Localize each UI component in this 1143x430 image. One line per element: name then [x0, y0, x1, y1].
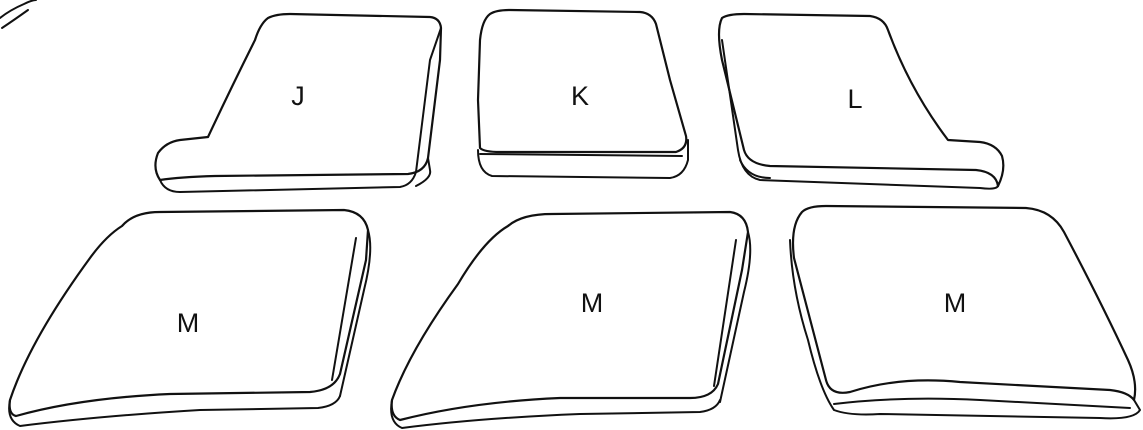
cushion-m-right: M — [790, 206, 1140, 418]
cushion-m-middle: M — [391, 212, 750, 428]
cushion-m-left: M — [9, 210, 370, 426]
cushion-k: K — [478, 10, 688, 178]
cushion-j: J — [155, 14, 441, 192]
piece-label-m-right: M — [944, 288, 967, 318]
piece-label-j: J — [291, 81, 305, 111]
piece-label-m-left: M — [177, 308, 200, 338]
cropped-shape-fragment — [0, 0, 36, 28]
cushion-l: L — [719, 14, 1003, 189]
piece-label-m-middle: M — [581, 288, 604, 318]
piece-label-l: L — [847, 84, 862, 114]
piece-label-k: K — [571, 81, 589, 111]
